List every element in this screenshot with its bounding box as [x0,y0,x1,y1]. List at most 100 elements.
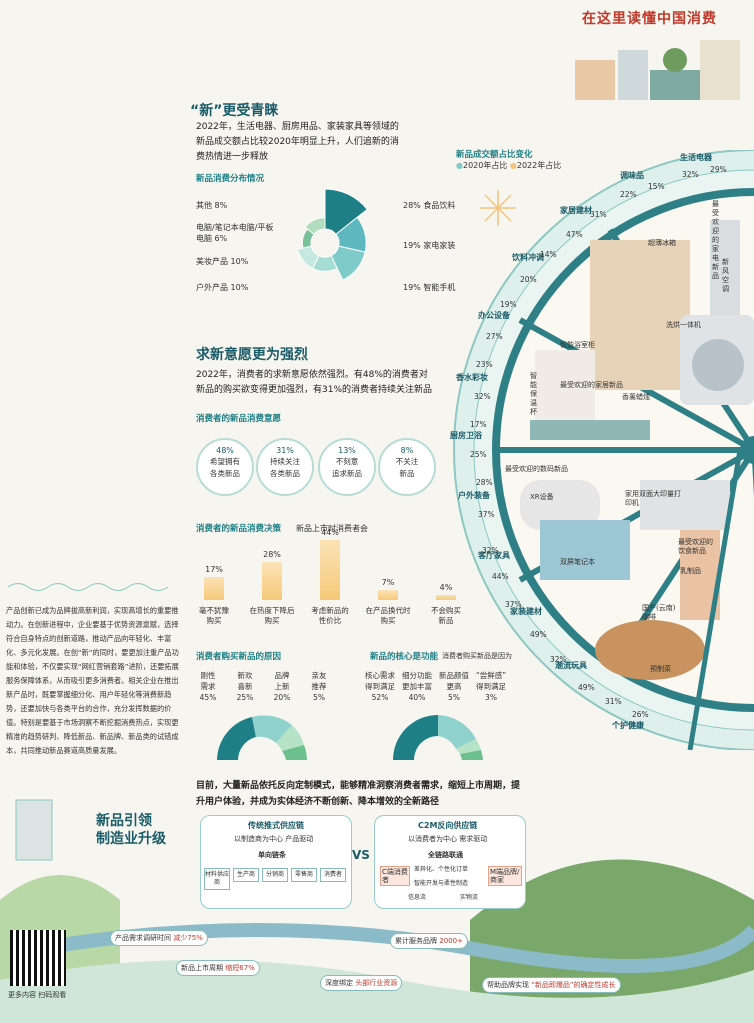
willing-lbl-3a: 不关注 [395,457,419,466]
wheel-cat-10-a: 49% [578,683,595,692]
bottom-para: 目前，大量新品依托反向定制模式，能够精准洞察消费者需求，缩短上市周期，提升用户体… [196,781,521,807]
item-dish: 预制菜 [650,665,671,673]
wheel-cat-0: 生活电器 [680,153,712,162]
left-wave-decoration [8,583,169,591]
c2m-chain: 全链路联通 [428,851,463,859]
wheel-cat-9-a: 49% [530,630,547,639]
seg-label-appliance: 19% 家电家装 [403,241,456,250]
decision-bar-label: 在产品换代时购买 [365,606,411,625]
wheel-cat-8-a: 44% [492,572,509,581]
core-half-donut [393,715,483,760]
willing-circle-3: 8% 不关注 新品 [378,438,436,496]
c2m-left: C端消费者 [380,866,410,886]
wheel-cat-4-b: 19% [500,300,517,309]
rose-segment [304,217,326,235]
chip-4-v: “新品即爆品”的确定性成长 [531,981,616,989]
rose-segment [324,188,368,235]
traditional-chain-box [200,815,352,909]
c2m-sub: 以消费者为中心 需求驱动 [408,835,488,843]
trad-node: 材料供应商 [204,868,230,890]
decision-bar-value: 4% [439,582,453,592]
wheel-cat-11-a: 31% [605,697,622,706]
wheel-cat-1: 调味品 [620,171,644,180]
willing-lbl-0a: 希望拥有 [210,457,240,466]
section2-title: 求新意愿更为强烈 [196,347,308,363]
decision-bar-label: 不会购买新品 [431,606,461,625]
chip-4-k: 帮助品牌实现 [487,981,529,989]
wheel-cat-1-b: 15% [648,182,665,191]
living-room-illustration [575,40,740,100]
willing-pct-2: 13% [338,446,356,455]
item-cup: 智能保温杯 [530,372,537,416]
seg-label-food: 28% 食品饮料 [403,201,456,210]
item-milk: 乳制品 [680,567,701,575]
wheel-cat-9: 家装建材 [510,607,542,616]
wheel-cat-10: 潮流玩具 [555,661,587,670]
decision-bar-label: 考虑新品的性价比 [311,606,349,625]
sun-decoration-icon [480,190,516,226]
tag-digital: 最受欢迎的数码新品 [505,465,568,473]
section2-para: 2022年，消费者的求新意愿依然强烈。有48%的消费者对新品的购买欲变得更加强烈… [196,370,433,395]
willing-title: 消费者的新品消费意愿 [196,414,282,424]
tag-appliance: 最受欢迎的家电新品 [712,200,719,280]
c2m-mid2: 智能开发与柔性制造 [414,880,469,887]
wheel-cat-5: 香水彩妆 [456,373,488,382]
legend-2022: 2022年占比 [516,161,562,170]
left-commentary: 产品创新已成为品牌拔高新利润，实现高增长的重要推动力。在创新进程中，企业要基于优… [6,606,179,755]
banner-title-b: 中国消费 [657,11,717,27]
chip-3: 深度绑定 头部行业资源 [320,975,403,991]
wheel-cat-3: 饮料冲调 [512,253,544,262]
seg-label-beauty: 美妆产品 10% [196,257,249,266]
wheel-legend-title: 新品成交额占比变化 [456,150,533,160]
item-printer: 家用双面大印量打印机 [625,490,681,507]
willing-lbl-3b: 新品 [399,469,415,478]
willing-lbl-1a: 持续关注 [270,457,300,466]
wheel-cat-7: 户外装备 [458,491,490,500]
decision-bar [320,540,340,600]
willing-circle-2: 13% 不刻意 追求新品 [318,438,376,496]
c2m-title: C2M反向供应链 [418,821,478,830]
chip-2-v: 缩短67% [225,964,255,972]
willing-lbl-0b: 各类新品 [210,469,240,478]
willing-pct-1: 31% [276,446,294,455]
decision-bar [378,590,398,600]
wheel-cat-3-a: 20% [520,275,537,284]
decision-bar-label: 毫不犹豫购买 [199,606,229,625]
qr-code[interactable] [10,930,66,986]
core-title: 新品的核心是功能 [370,652,439,662]
wheel-cat-9-b: 37% [505,600,522,609]
c2m-flow1: 信息流 [408,894,427,901]
decision-title: 消费者的新品消费决策 [196,524,282,534]
item-laptop: 双屏笔记本 [560,558,595,566]
item-coffee: 国产(云南)咖啡 [642,604,676,621]
trad-node: 分销商 [262,868,288,882]
reason-half-donut [217,715,307,760]
item-fridge: 超薄冰箱 [648,239,676,247]
willing-lbl-2a: 不刻意 [335,457,359,466]
bottom-heading: 新品引领 制造业升级 [96,812,166,848]
item-candle: 香薰蜡烛 [622,393,650,401]
wheel-cat-10-b: 32% [550,655,567,664]
decision-bar-value: 7% [381,578,395,588]
decision-bar [436,594,456,600]
rose-segment [296,245,320,270]
trad-chain: 单向链条 [258,851,286,859]
chip-1-v: 2000+ [439,937,463,945]
wheel-cat-1-a: 22% [620,190,637,199]
chip-3-k: 深度绑定 [325,979,353,987]
wheel-cat-4: 办公设备 [478,311,510,320]
bottom-heading-2: 制造业升级 [96,831,166,847]
reason-title: 消费者购买新品的原因 [196,652,282,662]
chip-2-k: 新品上市周期 [181,964,223,972]
c2m-chain-box [374,815,526,909]
chip-1-k: 累计服务品牌 [395,937,437,945]
wheel-cat-3-b: 14% [540,250,557,259]
wheel-cat-4-a: 27% [486,332,503,341]
ferris-wheel-chart [453,150,754,750]
decision-sub: 新品上市时消费者会 [296,524,368,533]
